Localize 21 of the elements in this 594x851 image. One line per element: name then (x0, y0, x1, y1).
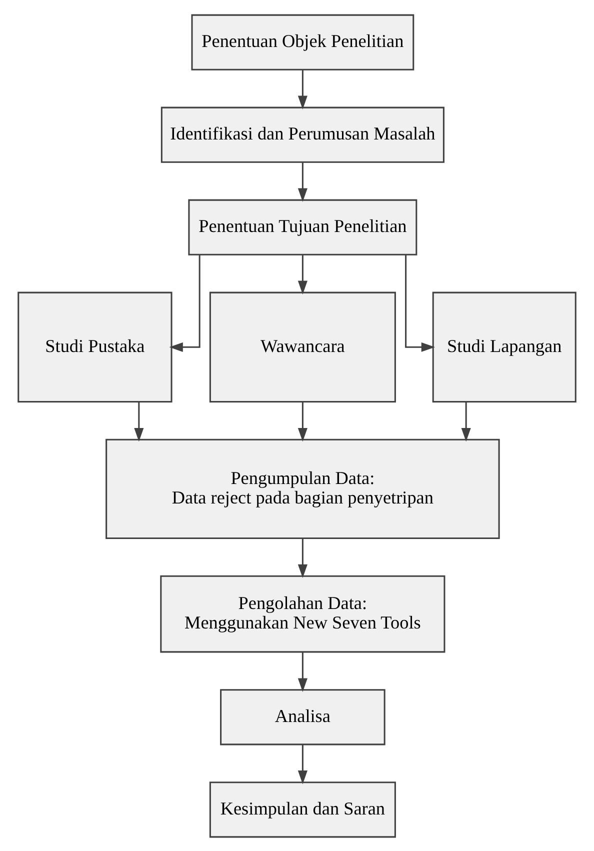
node-box: Kesimpulan dan Saran (209, 781, 396, 838)
arrow (461, 401, 471, 442)
node-box: Wawancara (209, 291, 396, 402)
node-box: Identifikasi dan Perumusan Masalah (160, 106, 444, 162)
node-box: Penentuan Tujuan Penelitian (188, 198, 418, 255)
arrow (134, 401, 144, 442)
arrow (169, 254, 200, 352)
arrow (298, 538, 308, 578)
arrow (298, 70, 308, 109)
node-box: Analisa (220, 688, 386, 745)
arrow (298, 162, 308, 202)
node-box: Pengolahan Data: Menggunakan New Seven Tools (160, 574, 446, 652)
node-box: Studi Lapangan (432, 291, 576, 402)
node-box: Penentuan Objek Penelitian (191, 14, 414, 70)
arrow (298, 652, 308, 692)
arrow (298, 744, 308, 784)
node-box: Pengumpulan Data: Data reject pada bagian penyetripan (106, 438, 500, 538)
arrow (298, 254, 308, 294)
arrow (405, 254, 436, 352)
node-box: Studi Pustaka (18, 291, 172, 402)
arrow (298, 401, 308, 442)
